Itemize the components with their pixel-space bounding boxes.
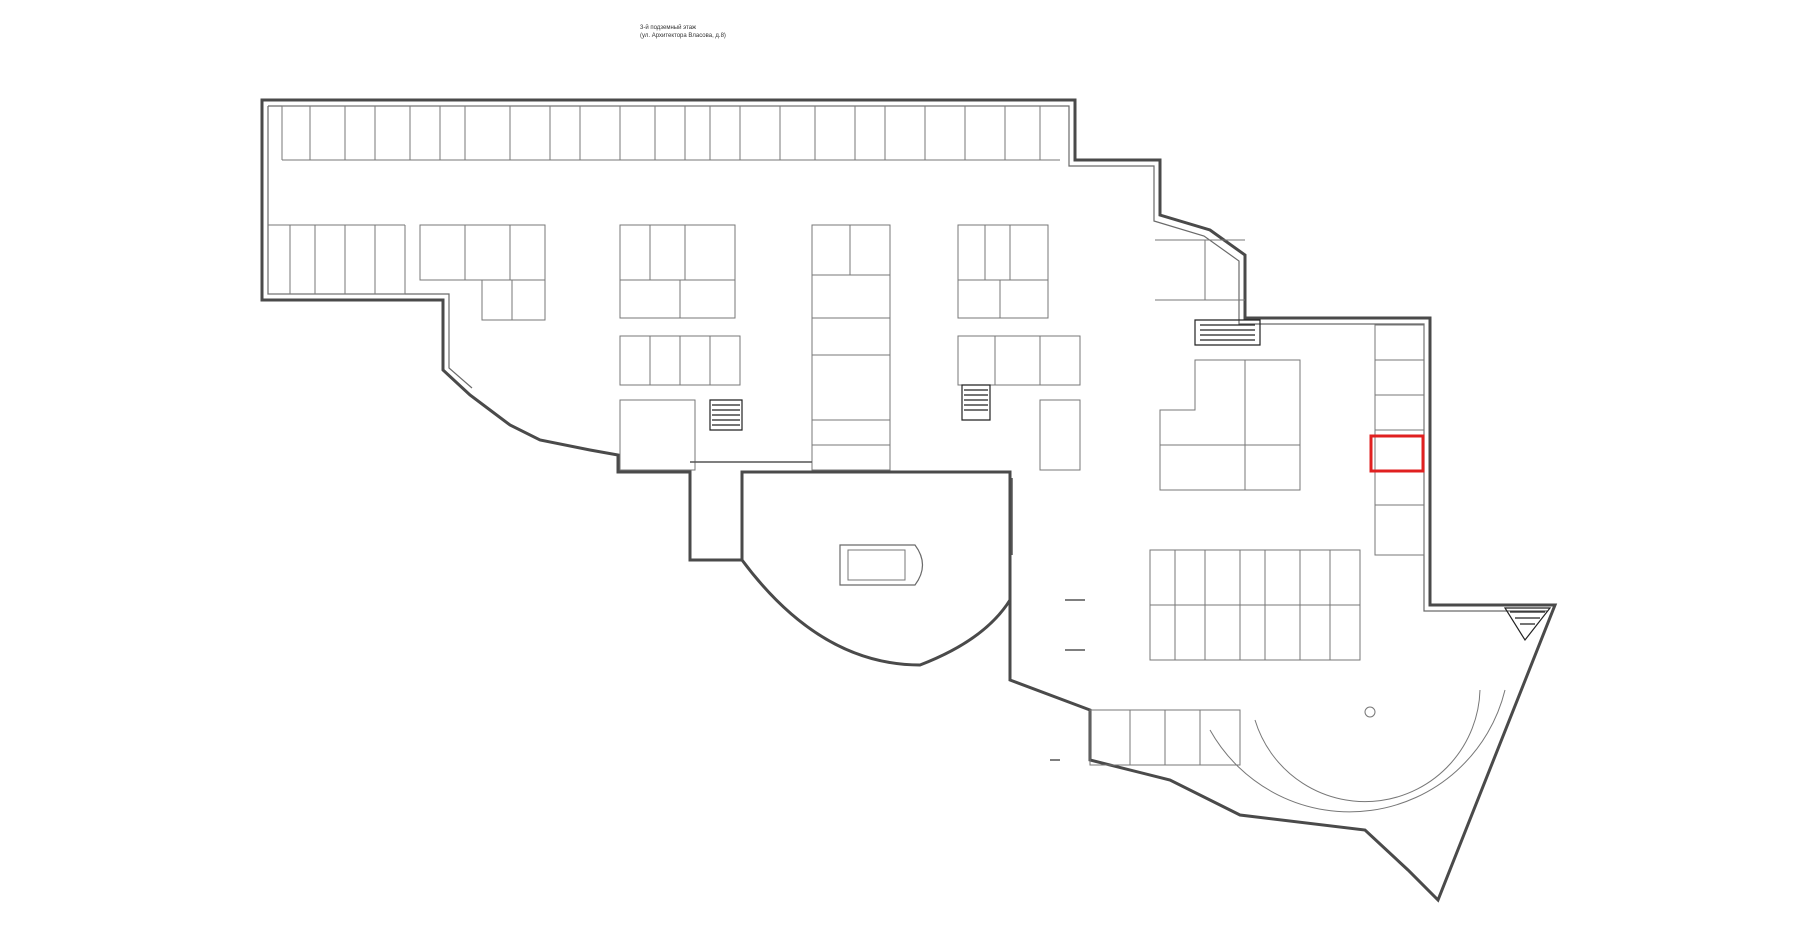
plan-title-line1: 3-й подземный этаж	[640, 25, 697, 31]
corridor-marks	[690, 461, 1085, 761]
left-row-cells	[268, 224, 546, 321]
rotunda	[740, 470, 1012, 667]
ramp-circle	[1089, 607, 1552, 813]
plan-title-line2: (ул. Архитектора Власова, д.8)	[640, 33, 726, 39]
top-row-cells	[281, 105, 1060, 161]
outer-walls	[260, 98, 1558, 903]
highlighted-unit	[1369, 434, 1425, 473]
right-area-cells	[1149, 239, 1425, 661]
central-blocks	[619, 224, 1081, 471]
plan-title: 3-й подземный этаж (ул. Архитектора Влас…	[640, 24, 860, 40]
